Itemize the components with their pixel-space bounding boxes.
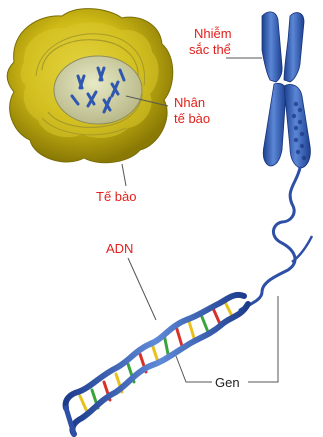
chromosome <box>240 12 312 310</box>
gene-pointer-right <box>248 296 278 382</box>
dna-pointer-line <box>128 258 156 320</box>
gene-pointer-left <box>176 356 212 382</box>
cell <box>7 9 173 163</box>
gene-label: Gen <box>215 375 240 391</box>
chromosome-label-line2: sắc thể <box>189 42 231 58</box>
nucleus-label-line1: Nhân <box>174 95 205 111</box>
nucleus-label-line2: tế bào <box>174 111 210 127</box>
dna-label: ADN <box>106 241 133 257</box>
cell-pointer-line <box>122 164 126 186</box>
chromosome-label-line1: Nhiễm <box>194 26 232 42</box>
cell-label: Tế bào <box>96 189 136 205</box>
dna-helix <box>66 295 248 434</box>
